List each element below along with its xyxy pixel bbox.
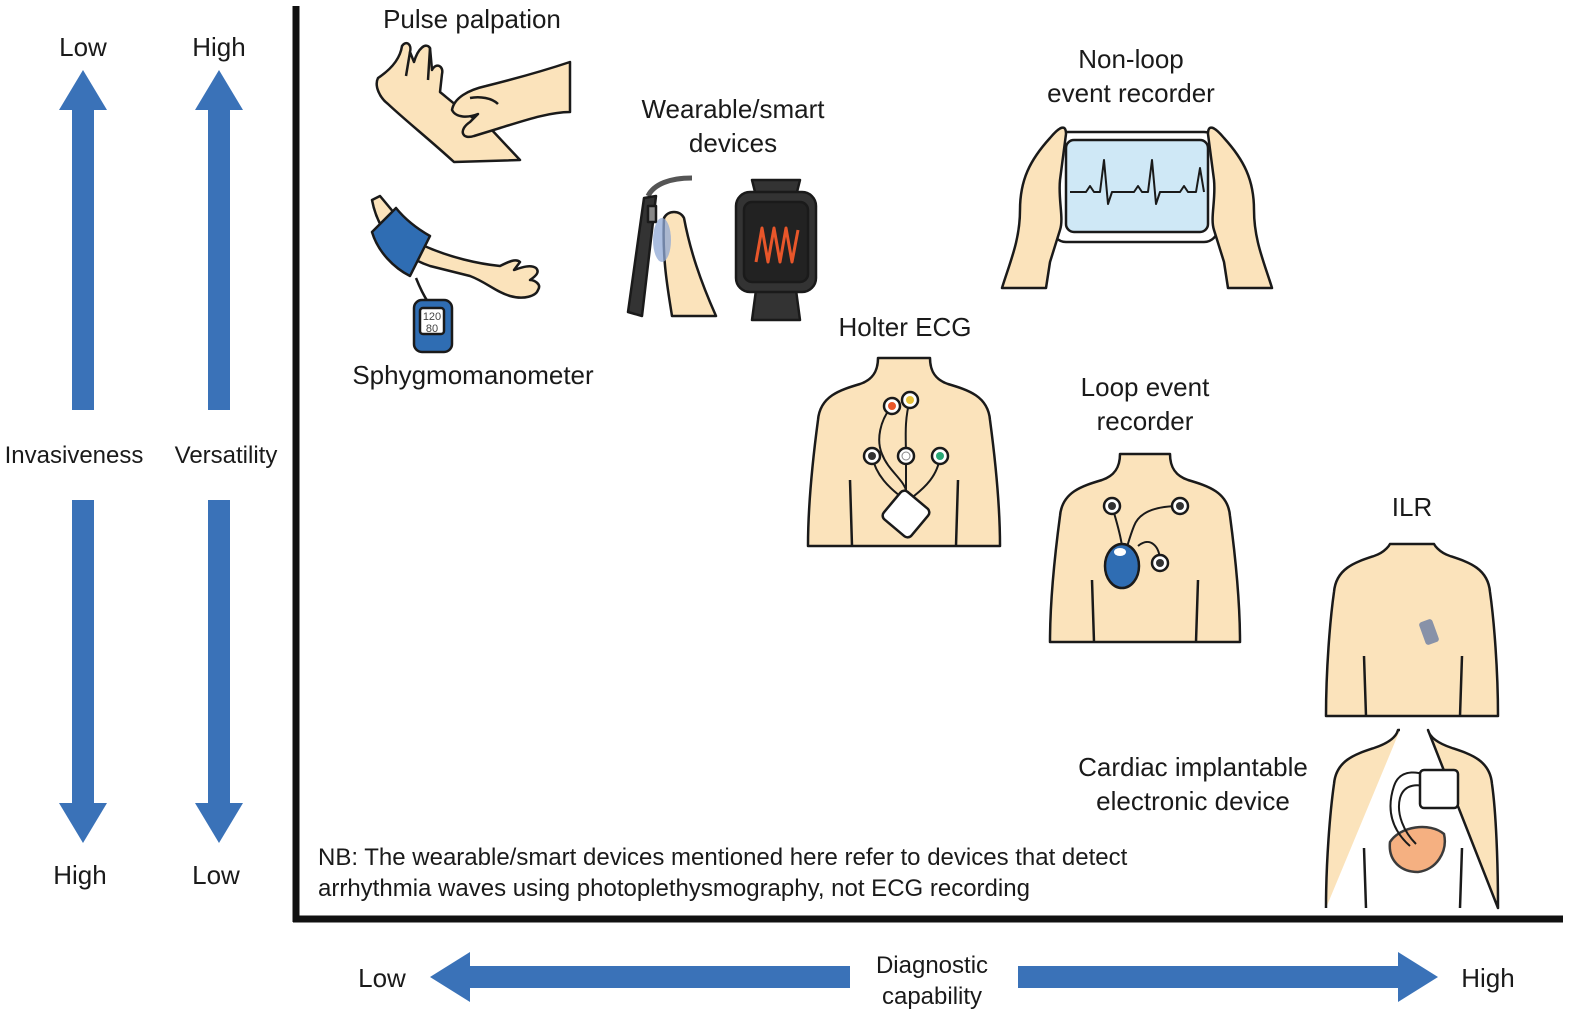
sphygmo-reading-diastolic: 80	[426, 323, 438, 335]
main-axes	[292, 6, 1563, 923]
non-loop-recorder-label: Non-loop event recorder	[1047, 44, 1215, 108]
non-loop-recorder-icon	[1000, 126, 1274, 290]
diagnostic-axis-label: Diagnostic capability	[875, 952, 989, 1010]
loop-recorder-label: Loop event recorder	[1080, 372, 1210, 436]
invasiveness-arrow-up	[59, 70, 107, 410]
cied-label: Cardiac implantable electronic device	[1078, 752, 1308, 816]
cied-icon	[1324, 728, 1500, 910]
sphygmomanometer-icon: 120 80	[370, 194, 541, 354]
pulse-palpation-icon	[375, 41, 572, 164]
invasiveness-arrow-down	[59, 500, 107, 843]
diagnostic-low-label: Low	[358, 963, 406, 993]
versatility-top-label: High	[192, 32, 246, 62]
sphygmomanometer-label: Sphygmomanometer	[352, 360, 594, 390]
invasiveness-axis-label: Invasiveness	[4, 442, 144, 469]
footnote: NB: The wearable/smart devices mentioned…	[318, 844, 1128, 902]
sphygmo-reading-systolic: 120	[423, 311, 441, 323]
versatility-arrow-down	[195, 500, 243, 843]
holter-ecg-icon	[806, 356, 1002, 548]
smartwatch-icon	[734, 178, 818, 322]
versatility-arrow-up	[195, 70, 243, 410]
diagnostic-arrow-right	[1018, 952, 1438, 1002]
pulse-palpation-label: Pulse palpation	[383, 4, 561, 34]
diagnostic-arrow-left	[430, 952, 850, 1002]
versatility-axis-label: Versatility	[174, 442, 278, 469]
loop-recorder-icon	[1048, 452, 1242, 644]
wearable-label: Wearable/smart devices	[641, 94, 825, 158]
ilr-icon	[1324, 542, 1500, 718]
wearable-finger-sensor-icon	[626, 175, 718, 318]
holter-ecg-label: Holter ECG	[838, 312, 972, 342]
diagnostic-high-label: High	[1461, 963, 1515, 993]
invasiveness-top-label: Low	[59, 32, 107, 62]
versatility-bottom-label: Low	[192, 860, 240, 890]
invasiveness-bottom-label: High	[53, 860, 107, 890]
ilr-label: ILR	[1391, 492, 1433, 522]
